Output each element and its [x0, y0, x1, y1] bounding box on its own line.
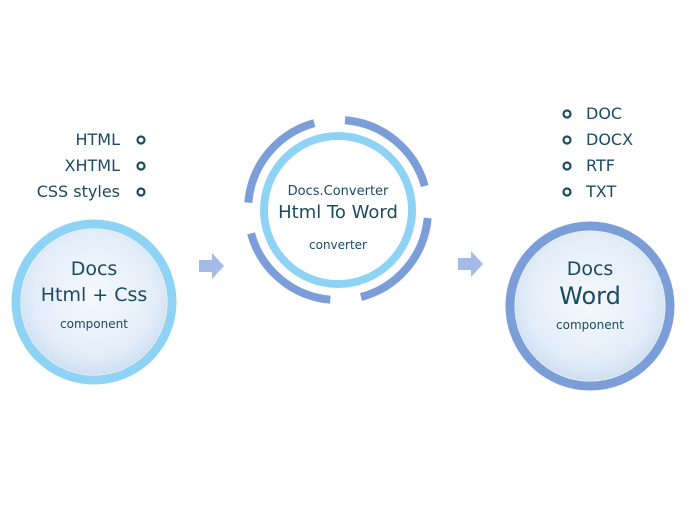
target-component-type: component [556, 318, 624, 332]
converter-title: Docs.Converter [287, 184, 389, 199]
output-format-item: DOC [586, 104, 623, 123]
output-format-item: TXT [586, 182, 617, 201]
input-format-item: CSS styles [36, 182, 120, 201]
converter-type: converter [309, 238, 367, 252]
input-format-item: XHTML [64, 156, 120, 175]
source-component-title: Docs [70, 258, 118, 280]
arrow-icon-right [458, 251, 483, 277]
input-bullets [136, 135, 146, 197]
bullet-icon [562, 109, 572, 119]
output-format-item: RTF [586, 156, 615, 175]
bullet-icon [136, 161, 146, 171]
output-format-item: DOCX [586, 130, 634, 149]
input-formats-list: HTML XHTML CSS styles [0, 0, 120, 220]
converter-rings [244, 116, 432, 304]
bullet-icon [136, 135, 146, 145]
converter-name: Html To Word [278, 202, 398, 223]
target-component-circle [505, 221, 675, 391]
arrow-icon-left [199, 253, 224, 279]
output-formats-list: DOC DOCX RTF TXT [586, 0, 686, 220]
bullet-icon [562, 161, 572, 171]
target-component-title: Docs [566, 258, 614, 280]
input-format-item: HTML [75, 130, 120, 149]
bullet-icon [562, 135, 572, 145]
bullet-icon [136, 187, 146, 197]
source-component-circle [11, 219, 177, 385]
bullet-icon [562, 187, 572, 197]
target-component-name: Word [559, 282, 621, 310]
source-component-name: Html + Css [40, 284, 148, 306]
source-component-type: component [60, 317, 128, 331]
output-bullets [562, 109, 572, 197]
